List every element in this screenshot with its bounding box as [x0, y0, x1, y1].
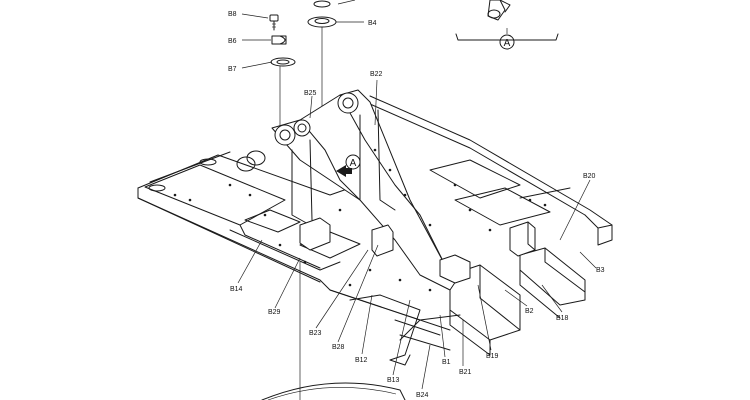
- slewing-ring-arc: [261, 382, 406, 400]
- svg-text:A: A: [350, 158, 357, 169]
- callout-b6: B6: [228, 38, 237, 45]
- ring-part-b4: [307, 0, 337, 28]
- callout-b22: B22: [370, 71, 383, 78]
- callout-b21: B21: [459, 369, 472, 376]
- main-frame: [137, 95, 613, 366]
- callout-b19: B19: [486, 353, 499, 360]
- callout-b4: B4: [368, 20, 377, 27]
- callout-b7: B7: [228, 66, 237, 73]
- callout-b20: B20: [583, 173, 596, 180]
- svg-text:A: A: [504, 38, 511, 49]
- callout-b8: B8: [228, 11, 237, 18]
- detail-marker-a: A: [336, 154, 361, 177]
- callout-b25: B25: [304, 90, 317, 97]
- callout-b12: B12: [355, 357, 368, 364]
- slewing-ring-inner-arc: [267, 386, 397, 400]
- callout-labels: B8 B6 B7 B4 B22 B25 B20 B3 B14 B29 B23 B…: [228, 11, 605, 399]
- callout-b2: B2: [525, 308, 534, 315]
- bolt-part-b8: [269, 14, 279, 31]
- callout-b29: B29: [268, 309, 281, 316]
- callout-b3: B3: [596, 267, 605, 274]
- callout-b1: B1: [442, 359, 451, 366]
- detail-marker-circle: [499, 34, 515, 50]
- clip-part-b6: [271, 35, 287, 45]
- leader-lines: [237, 0, 597, 390]
- callout-b23: B23: [309, 330, 322, 337]
- callout-b13: B13: [387, 377, 400, 384]
- callout-b24: B24: [416, 392, 429, 399]
- central-boom: [236, 89, 471, 291]
- callout-b14: B14: [230, 286, 243, 293]
- detail-a-inset: A: [455, 0, 559, 50]
- callout-b18: B18: [556, 315, 569, 322]
- callout-b28: B28: [332, 344, 345, 351]
- bolt-holes: [173, 148, 547, 292]
- washer-part-b7: [270, 57, 296, 67]
